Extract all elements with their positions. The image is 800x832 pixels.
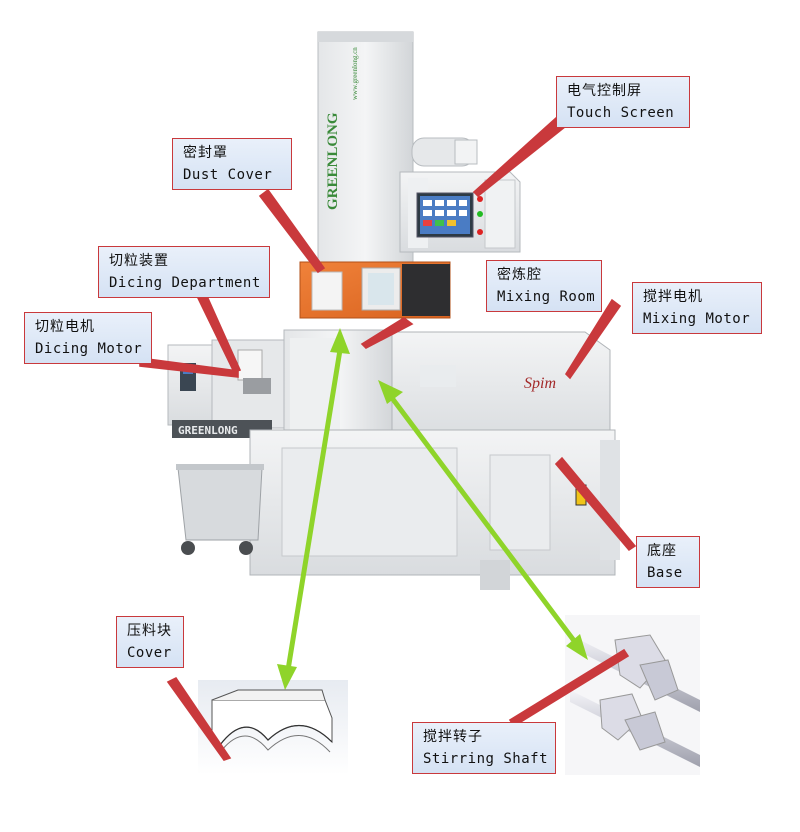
- callout-dust-cover: 密封罩 Dust Cover: [172, 138, 292, 190]
- callout-label-en: Cover: [127, 645, 172, 661]
- green-arrows: [277, 328, 588, 690]
- collection-tray: [176, 464, 264, 555]
- panel-logo-text: Spim: [524, 375, 556, 392]
- callout-label-en: Mixing Room: [497, 289, 596, 305]
- callout-label-zh: 搅拌转子: [423, 729, 483, 745]
- cover-part-image: [198, 680, 348, 775]
- callout-touch-screen: 电气控制屏 Touch Screen: [556, 76, 690, 128]
- callout-mixing-room: 密炼腔 Mixing Room: [486, 260, 602, 312]
- callout-dicing-department: 切粒装置 Dicing Department: [98, 246, 270, 298]
- callout-dicing-motor: 切粒电机 Dicing Motor: [24, 312, 152, 364]
- callout-label-en: Stirring Shaft: [423, 751, 549, 767]
- dicing-section: GREENLONG: [167, 339, 285, 438]
- brand-side-text: GREENLONG: [178, 424, 238, 437]
- callout-label-en: Dicing Motor: [35, 341, 143, 357]
- callout-label-en: Base: [647, 565, 683, 581]
- touch-screen-unit: [399, 137, 521, 253]
- callout-label-zh: 切粒装置: [109, 253, 169, 269]
- callout-label-zh: 密炼腔: [497, 267, 542, 283]
- callout-mixing-motor: 搅拌电机 Mixing Motor: [632, 282, 762, 334]
- brand-url-text: www.greenlong.cn: [351, 47, 359, 100]
- callout-label-en: Dicing Department: [109, 275, 261, 291]
- callout-stirring-shaft: 搅拌转子 Stirring Shaft: [412, 722, 556, 774]
- callout-label-zh: 底座: [647, 543, 677, 559]
- callout-label-zh: 搅拌电机: [643, 289, 703, 305]
- vertical-column: GREENLONG www.greenlong.cn: [317, 31, 414, 268]
- callout-label-en: Dust Cover: [183, 167, 273, 183]
- callout-label-zh: 切粒电机: [35, 319, 95, 335]
- callout-label-zh: 密封罩: [183, 145, 228, 161]
- callout-label-en: Mixing Motor: [643, 311, 751, 327]
- callout-cover: 压料块 Cover: [116, 616, 184, 668]
- dust-cover-unit: [299, 261, 451, 319]
- callout-label-zh: 电气控制屏: [567, 83, 642, 99]
- brand-vertical-text: GREENLONG: [325, 112, 341, 210]
- mixing-motor-unit: Spim: [391, 331, 611, 446]
- callout-base: 底座 Base: [636, 536, 700, 588]
- callout-label-en: Touch Screen: [567, 105, 675, 121]
- leader-lines: [139, 116, 637, 761]
- stirring-shaft-image: [565, 615, 700, 775]
- callout-label-zh: 压料块: [127, 623, 172, 639]
